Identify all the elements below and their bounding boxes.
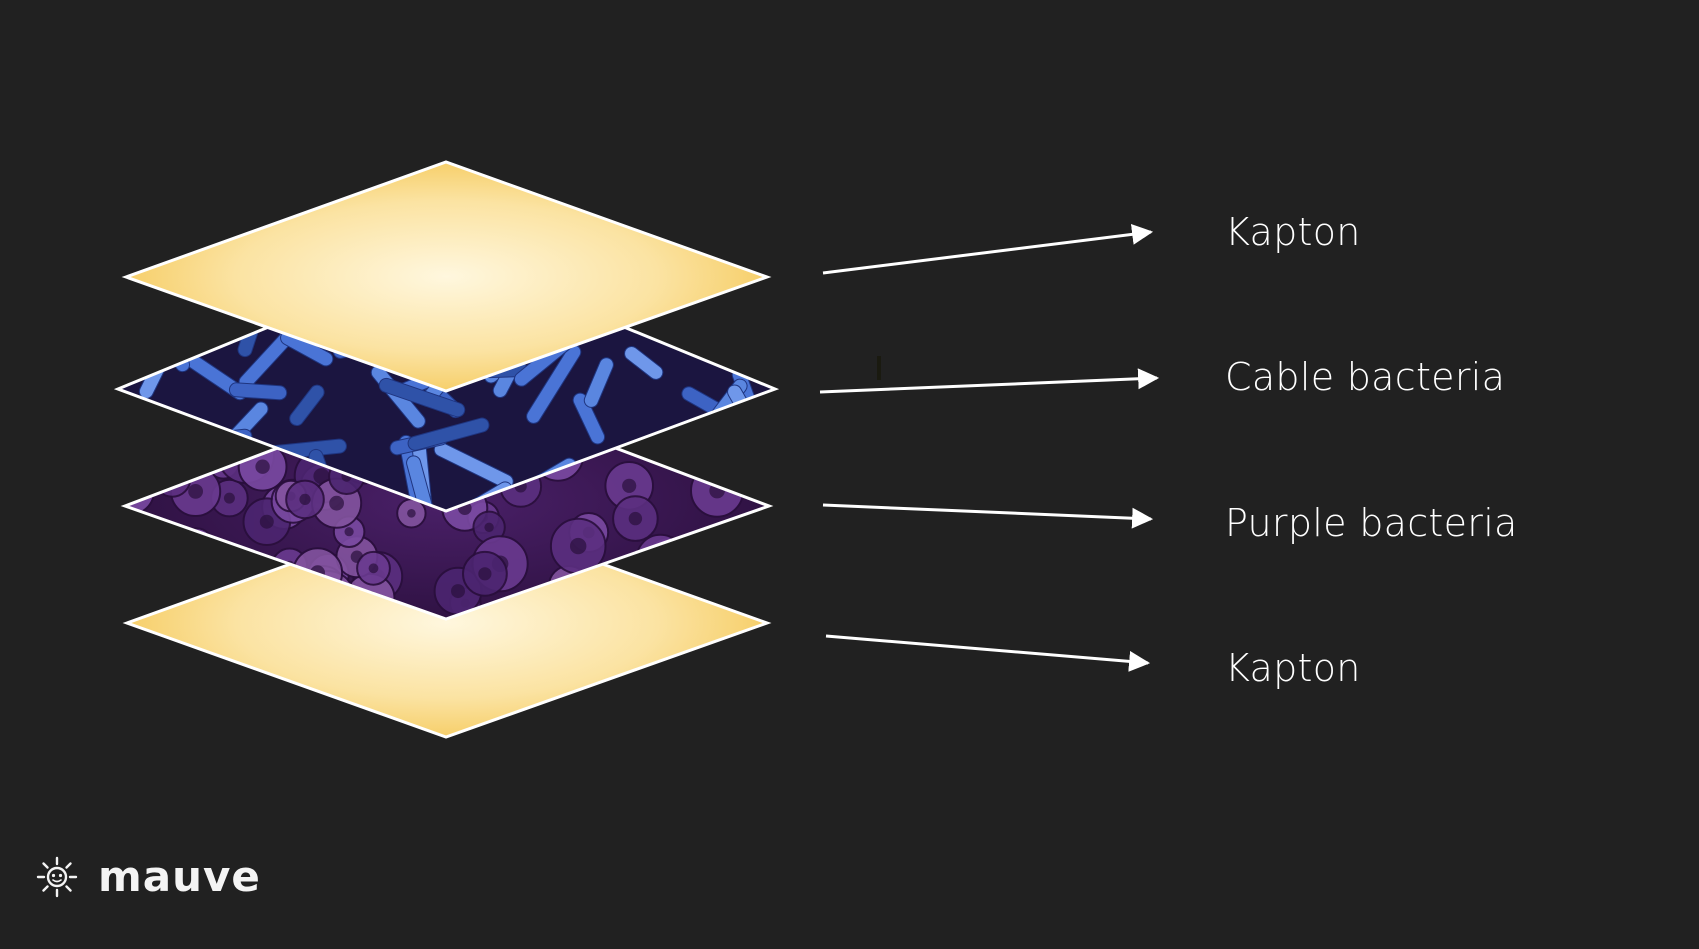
stray-mark xyxy=(877,356,881,380)
purple-bacteria-cell-core xyxy=(735,582,745,593)
arrow-kapton-bottom xyxy=(825,634,1151,672)
arrow-cable-bacteria xyxy=(819,368,1160,394)
purple-bacteria-cell xyxy=(179,527,214,563)
layer-kapton-top xyxy=(121,160,772,393)
purple-bacteria-cell-core xyxy=(170,420,180,430)
purple-bacteria-cell xyxy=(142,448,183,489)
cable-bacteria-rod xyxy=(129,344,197,361)
purple-bacteria-cell-core xyxy=(125,483,138,498)
purple-bacteria-cell-core xyxy=(662,552,676,566)
purple-bacteria-cell xyxy=(125,440,151,480)
cable-bacteria-rod xyxy=(572,392,606,445)
purple-bacteria-cell-core xyxy=(344,527,354,537)
purple-bacteria-cell-core xyxy=(653,551,668,566)
cable-bacteria-rod xyxy=(583,357,614,408)
cable-bacteria-rod xyxy=(289,384,325,427)
purple-bacteria-cell-core xyxy=(166,473,178,485)
purple-bacteria-cell-core xyxy=(368,563,379,574)
purple-bacteria-cell-core xyxy=(746,524,757,536)
cable-bacteria-rod xyxy=(624,346,664,380)
purple-bacteria-cell-core xyxy=(484,522,494,532)
cable-bacteria-rod xyxy=(378,377,466,418)
purple-bacteria-cell-core xyxy=(299,493,311,505)
purple-bacteria-cell-core xyxy=(156,462,169,474)
purple-bacteria-cell-core xyxy=(622,478,637,493)
purple-bacteria-cell-core xyxy=(743,566,758,581)
purple-bacteria-cell-core xyxy=(125,571,141,589)
purple-bacteria-cell xyxy=(125,551,161,609)
purple-bacteria-cell-core xyxy=(628,511,643,526)
purple-bacteria-cell-core xyxy=(203,457,212,467)
purple-bacteria-cell xyxy=(635,533,686,584)
purple-bacteria-cell-core xyxy=(407,509,416,518)
purple-bacteria-cell-core xyxy=(570,537,587,555)
purple-bacteria-cell xyxy=(125,531,166,586)
purple-bacteria-cell xyxy=(679,422,715,458)
purple-bacteria-cell xyxy=(727,550,769,598)
purple-bacteria-cell-core xyxy=(223,492,235,504)
label-purple-bacteria: Purple bacteria xyxy=(1225,501,1518,545)
label-cable-bacteria: Cable bacteria xyxy=(1225,355,1506,399)
purple-bacteria-cell-core xyxy=(451,584,465,599)
cable-bacteria-rod xyxy=(733,309,750,375)
purple-bacteria-cell-core xyxy=(753,407,766,421)
cable-bacteria-rod xyxy=(407,417,490,451)
cable-bacteria-rod xyxy=(228,382,288,401)
purple-bacteria-cell-core xyxy=(329,495,344,511)
purple-bacteria-cell-core xyxy=(259,514,274,529)
purple-bacteria-cell-core xyxy=(191,539,202,550)
brand-name: mauve xyxy=(98,852,261,901)
arrow-kapton-top xyxy=(822,223,1154,275)
purple-bacteria-cell-core xyxy=(188,484,204,499)
brand-logo: mauve xyxy=(36,852,261,901)
label-kapton-top: Kapton xyxy=(1225,210,1361,254)
purple-bacteria-cell-core xyxy=(692,435,703,446)
cable-bacteria-rod xyxy=(526,344,582,424)
purple-bacteria-cell-core xyxy=(313,468,330,485)
arrow-purple-bacteria xyxy=(822,503,1154,529)
purple-bacteria-cell-core xyxy=(478,567,492,581)
purple-bacteria-cell-core xyxy=(130,550,146,566)
sun-face-icon xyxy=(36,856,78,897)
purple-bacteria-cell xyxy=(722,570,758,605)
label-kapton-bottom: Kapton xyxy=(1225,646,1361,690)
purple-bacteria-cell-core xyxy=(125,454,137,466)
purple-bacteria-cell-core xyxy=(255,459,270,474)
cable-bacteria-rod xyxy=(179,428,253,451)
